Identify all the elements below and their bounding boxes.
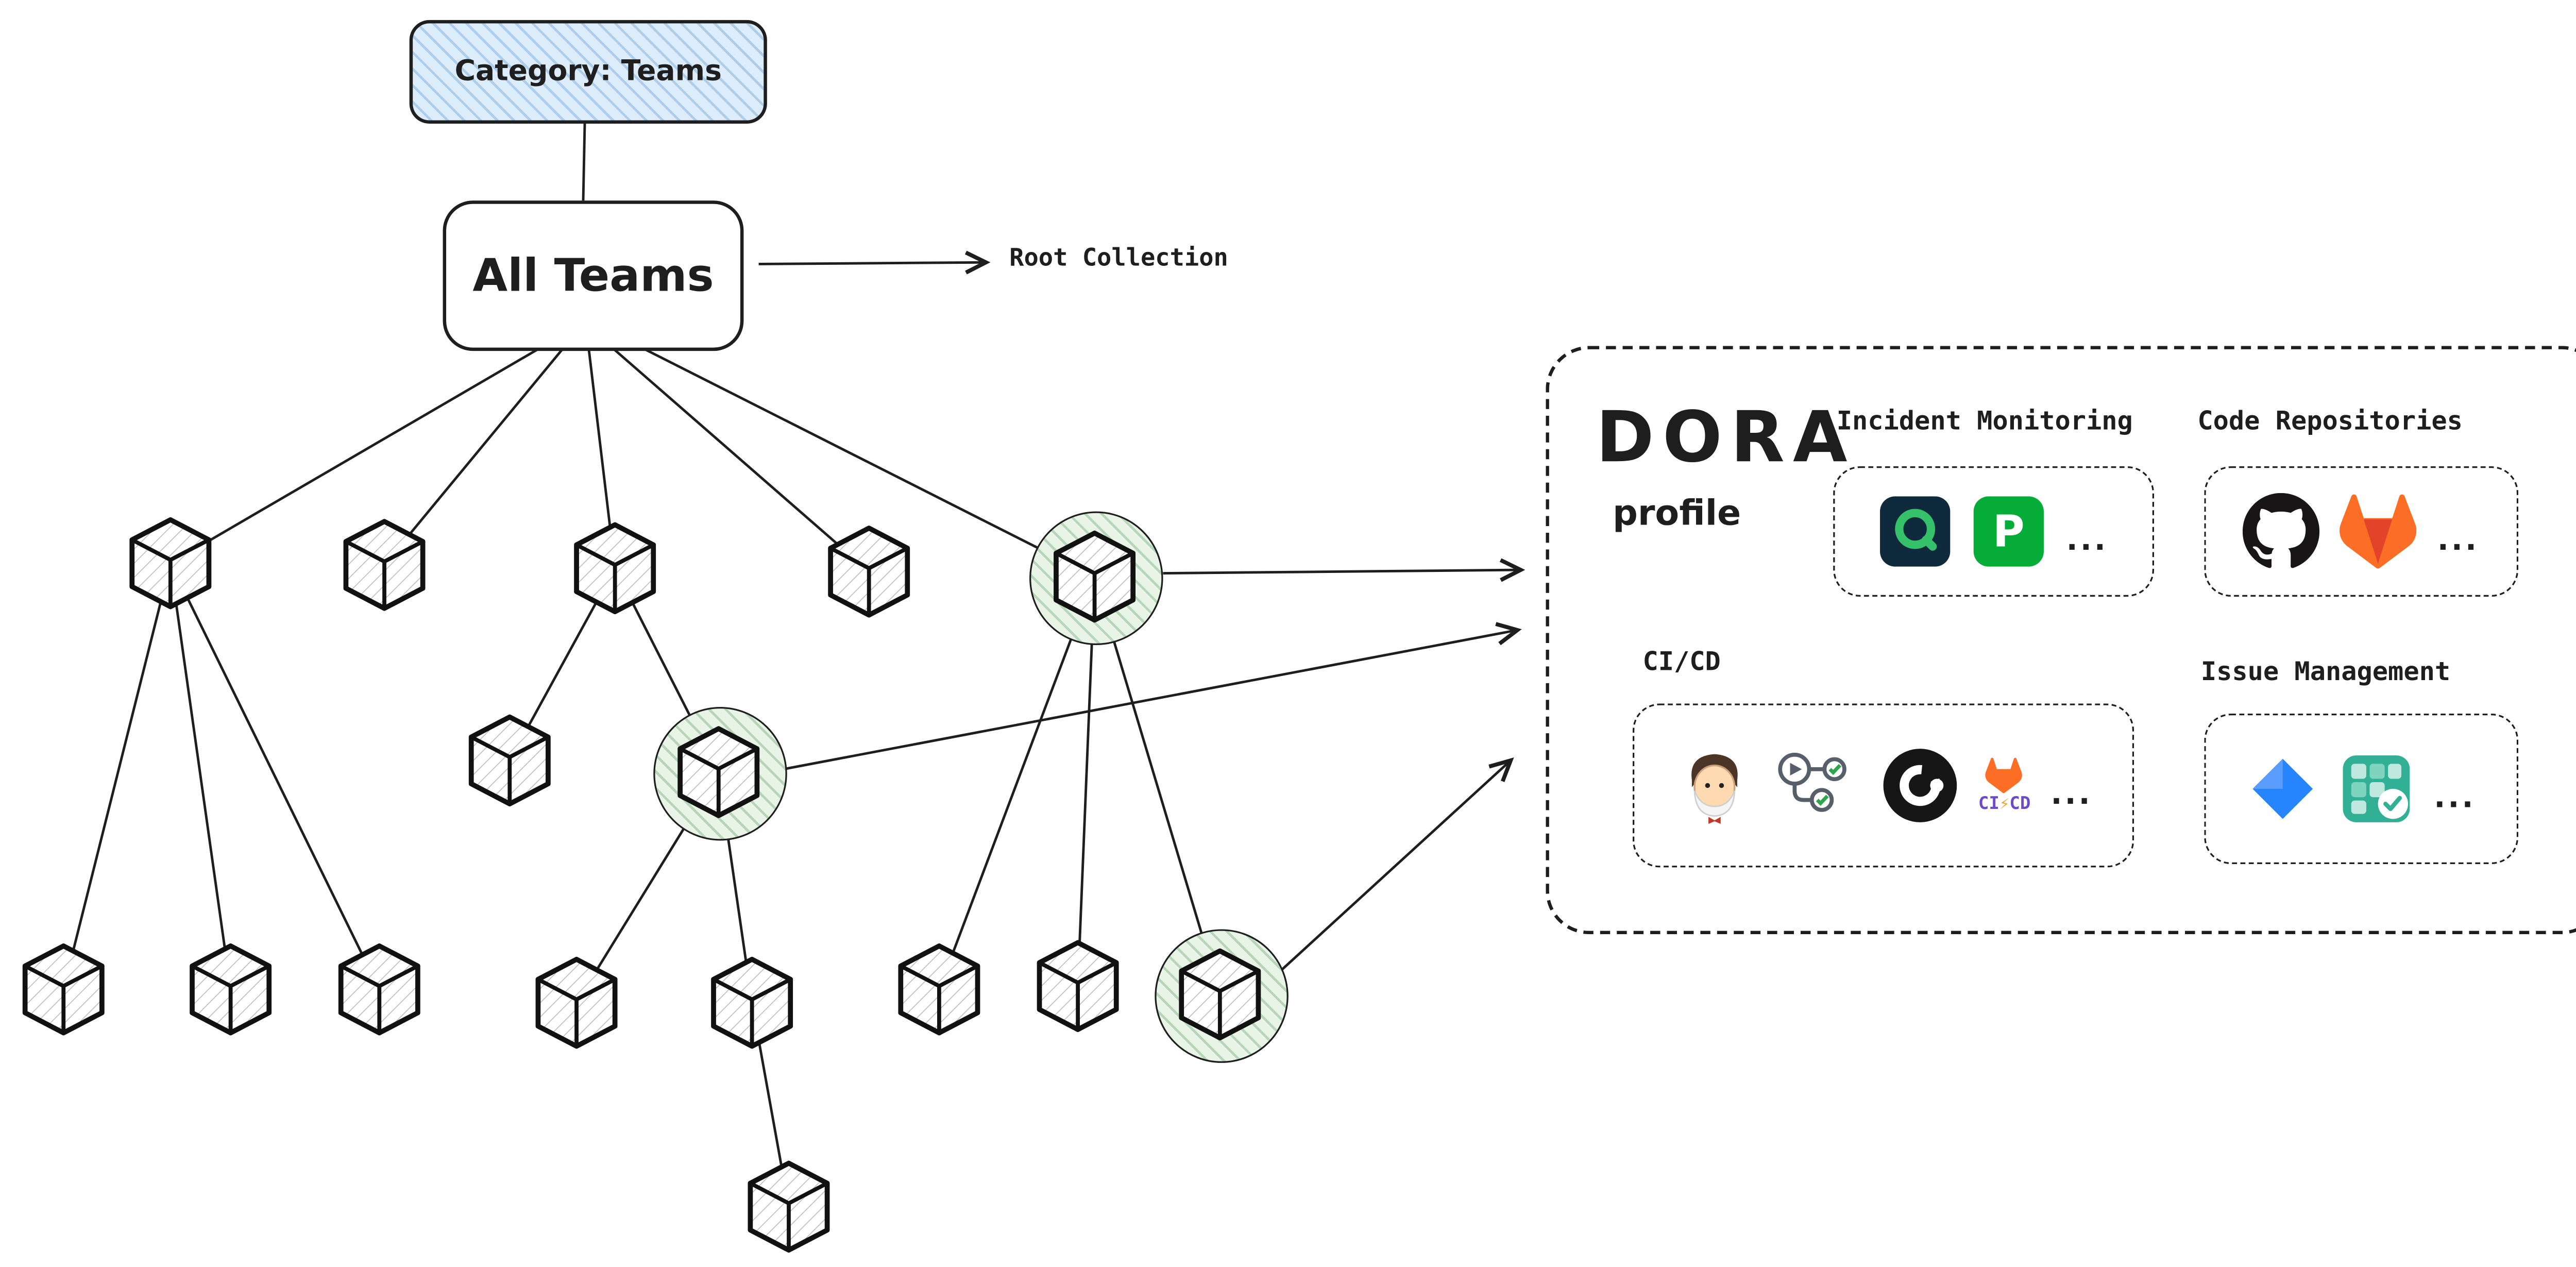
- team-cube-icon: [570, 520, 660, 617]
- team-cube-icon: [465, 712, 555, 809]
- team-node: [570, 520, 660, 617]
- incident-monitoring-group: P ...: [1833, 466, 2155, 597]
- team-cube-icon: [19, 941, 109, 1038]
- team-cube-icon: [125, 515, 215, 612]
- gitlab-cicd-icon: CI⚡CD: [1978, 757, 2031, 814]
- github-actions-icon: [1774, 749, 1861, 822]
- gitlab-icon: [2340, 493, 2417, 570]
- team-cube-icon: [824, 523, 914, 620]
- github-icon: [2243, 493, 2320, 570]
- dora-profile-panel: DORA profile Incident Monitoring P ... C…: [1546, 346, 2576, 935]
- team-node: [339, 516, 429, 613]
- team-node: [531, 954, 621, 1051]
- team-node-highlighted: [1155, 929, 1289, 1063]
- pagerduty-icon: P: [1973, 495, 2046, 568]
- code-repositories-group: ...: [2204, 466, 2519, 597]
- task-board-icon: [2341, 752, 2414, 826]
- cicd-label: CI/CD: [1642, 647, 1721, 677]
- team-cube-icon: [334, 941, 425, 1038]
- issues-more-ellipsis: ...: [2434, 780, 2476, 815]
- jenkins-icon: [1674, 746, 1754, 826]
- team-node-highlighted: [1029, 511, 1163, 646]
- team-cube-icon: [1175, 946, 1265, 1043]
- dora-subtitle: profile: [1613, 493, 1741, 533]
- team-cube-icon: [531, 954, 621, 1051]
- issue-management-label: Issue Management: [2200, 656, 2451, 687]
- team-cube-icon: [185, 941, 276, 1038]
- team-node: [19, 941, 109, 1038]
- cicd-more-ellipsis: ...: [2050, 776, 2093, 812]
- category-teams-box: Category: Teams: [409, 20, 767, 124]
- circleci-icon: [1882, 747, 1958, 824]
- team-cube-icon: [743, 1158, 834, 1255]
- dora-title: DORA: [1596, 396, 1856, 478]
- team-node: [894, 941, 984, 1038]
- team-node: [743, 1158, 834, 1255]
- team-cube-icon: [673, 723, 764, 820]
- team-node: [707, 954, 797, 1051]
- category-teams-label: Category: Teams: [454, 55, 722, 89]
- cicd-group: CI⚡CD ...: [1632, 703, 2134, 868]
- team-node: [125, 515, 215, 612]
- lightning-bolt-icon: ⚡: [1999, 795, 2010, 814]
- team-node-highlighted: [653, 707, 787, 841]
- team-cube-icon: [1033, 938, 1123, 1035]
- team-cube-icon: [1049, 528, 1140, 625]
- team-cube-icon: [707, 954, 797, 1051]
- jira-icon: [2247, 752, 2320, 826]
- team-node: [185, 941, 276, 1038]
- incident-more-ellipsis: ...: [2066, 522, 2108, 558]
- team-cube-icon: [339, 516, 429, 613]
- all-teams-box: All Teams: [443, 200, 744, 351]
- root-collection-annotation: Root Collection: [1009, 245, 1228, 273]
- all-teams-label: All Teams: [472, 249, 714, 302]
- pagerduty-letter: P: [1993, 506, 2025, 557]
- repos-more-ellipsis: ...: [2437, 522, 2479, 558]
- code-repositories-label: Code Repositories: [2197, 406, 2463, 436]
- team-cube-icon: [894, 941, 984, 1038]
- gitlab-cicd-text: CI⚡CD: [1978, 793, 2031, 814]
- incident-monitoring-label: Incident Monitoring: [1836, 406, 2133, 436]
- team-node: [1033, 938, 1123, 1035]
- opsgenie-icon: [1879, 495, 1953, 568]
- team-node: [334, 941, 425, 1038]
- team-node: [824, 523, 914, 620]
- team-node: [465, 712, 555, 809]
- issue-management-group: ...: [2204, 714, 2519, 864]
